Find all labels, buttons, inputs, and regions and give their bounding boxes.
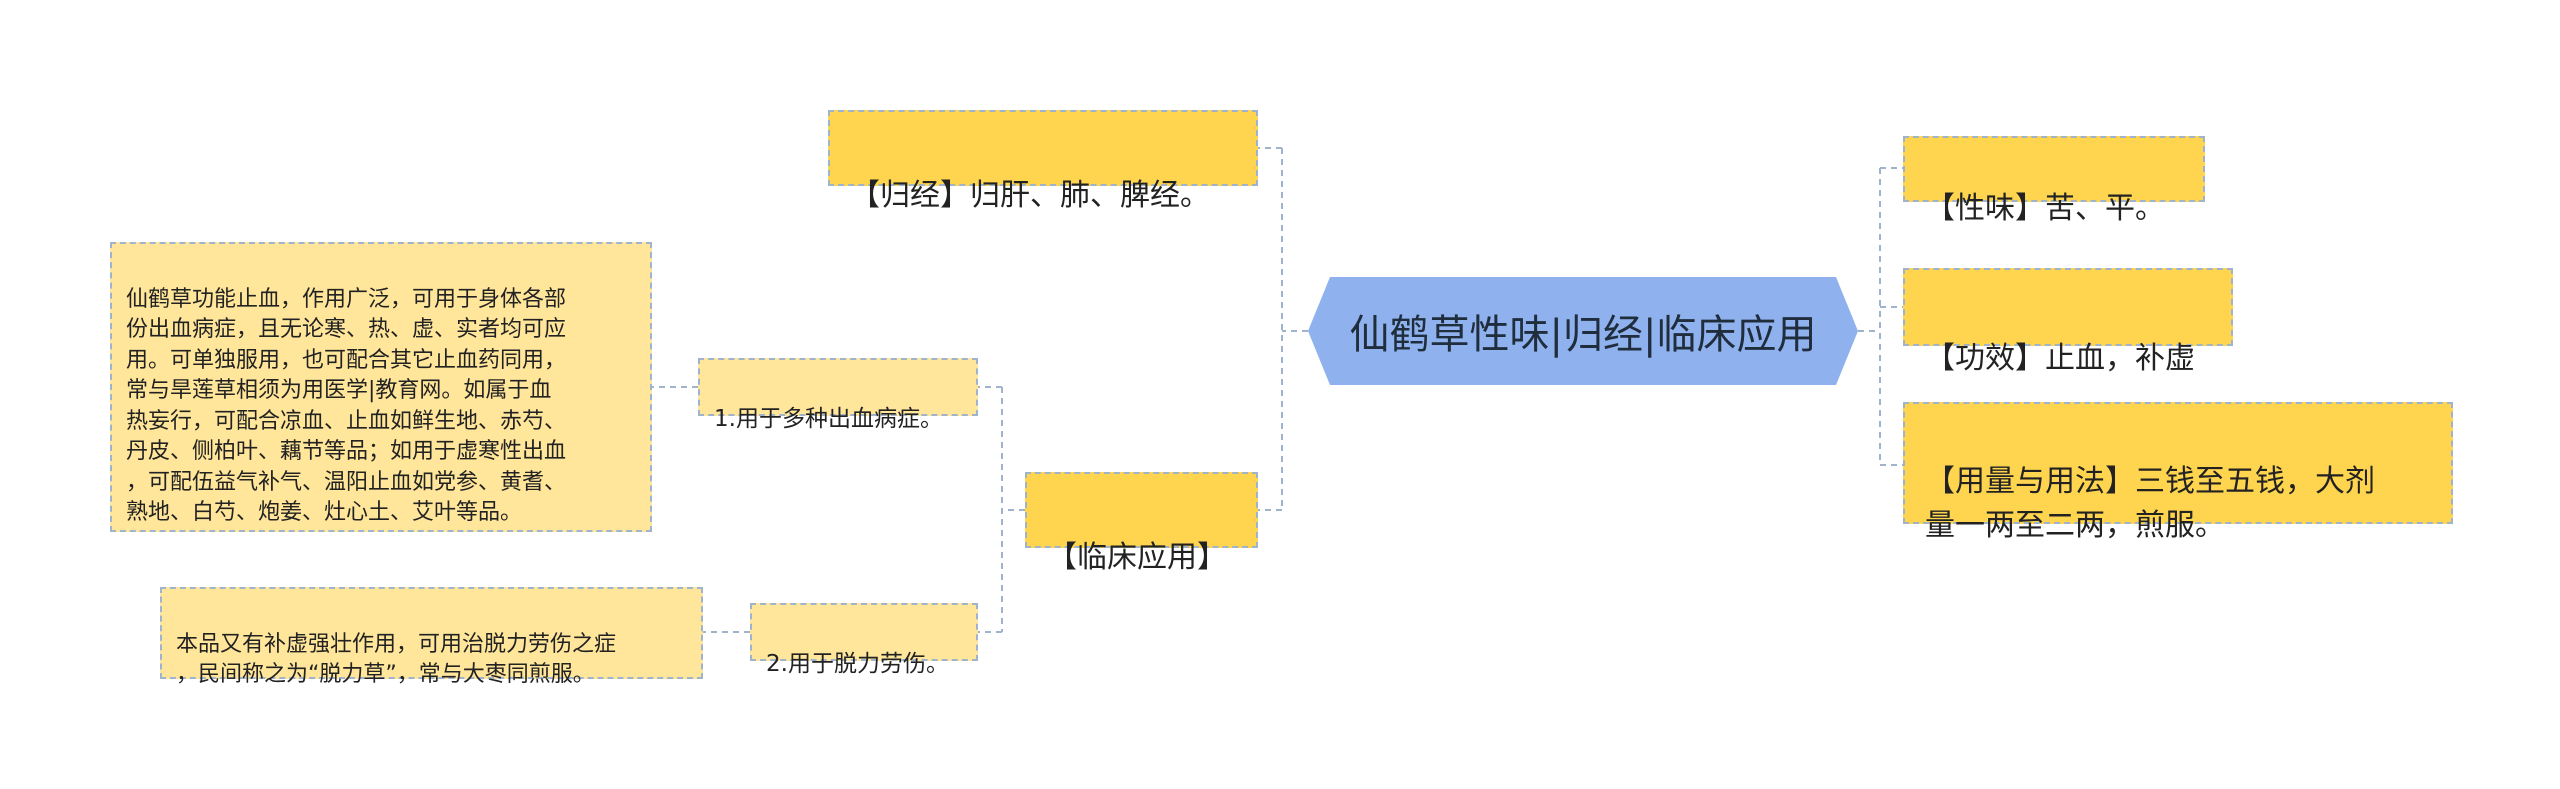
- node-guijing-label: 【归经】归肝、肺、脾经。: [850, 178, 1210, 213]
- node-child-2[interactable]: 2.用于脱力劳伤。: [750, 603, 978, 677]
- node-child-1-detail-text: 仙鹤草功能止血，作用广泛，可用于身体各部 份出血病症，且无论寒、热、虚、实者均可…: [126, 286, 567, 526]
- node-gongxiao[interactable]: 【功效】止血，补虚: [1903, 268, 2233, 376]
- node-xingwei[interactable]: 【性味】苦、平。: [1903, 136, 2205, 226]
- node-child-1[interactable]: 1.用于多种出血病症。: [698, 358, 978, 432]
- node-child-2-label: 2.用于脱力劳伤。: [766, 651, 949, 677]
- root-hexagon-shape: [1308, 277, 1858, 385]
- node-child-2-detail-text: 本品又有补虚强壮作用，可用治脱力劳伤之症 ，民间称之为“脱力草”，常与大枣同煎服…: [176, 631, 617, 688]
- node-gongxiao-label: 【功效】止血，补虚: [1925, 341, 2195, 376]
- node-child-1-detail[interactable]: 仙鹤草功能止血，作用广泛，可用于身体各部 份出血病症，且无论寒、热、虚、实者均可…: [110, 242, 652, 532]
- root-label: 仙鹤草性味|归经|临床应用: [1349, 312, 1817, 358]
- node-child-2-detail[interactable]: 本品又有补虚强壮作用，可用治脱力劳伤之症 ，民间称之为“脱力草”，常与大枣同煎服…: [160, 587, 703, 687]
- root-node[interactable]: 仙鹤草性味|归经|临床应用: [1308, 277, 1858, 385]
- node-guijing[interactable]: 【归经】归肝、肺、脾经。: [828, 110, 1258, 213]
- node-child-1-label: 1.用于多种出血病症。: [714, 406, 943, 432]
- node-yongliang[interactable]: 【用量与用法】三钱至五钱，大剂 量一两至二两，煎服。: [1903, 402, 2453, 543]
- node-linchuang-label: 【临床应用】: [1047, 540, 1227, 575]
- node-yongliang-label: 【用量与用法】三钱至五钱，大剂 量一两至二两，煎服。: [1925, 464, 2375, 543]
- node-xingwei-label: 【性味】苦、平。: [1925, 191, 2165, 226]
- node-linchuang[interactable]: 【临床应用】: [1025, 472, 1258, 575]
